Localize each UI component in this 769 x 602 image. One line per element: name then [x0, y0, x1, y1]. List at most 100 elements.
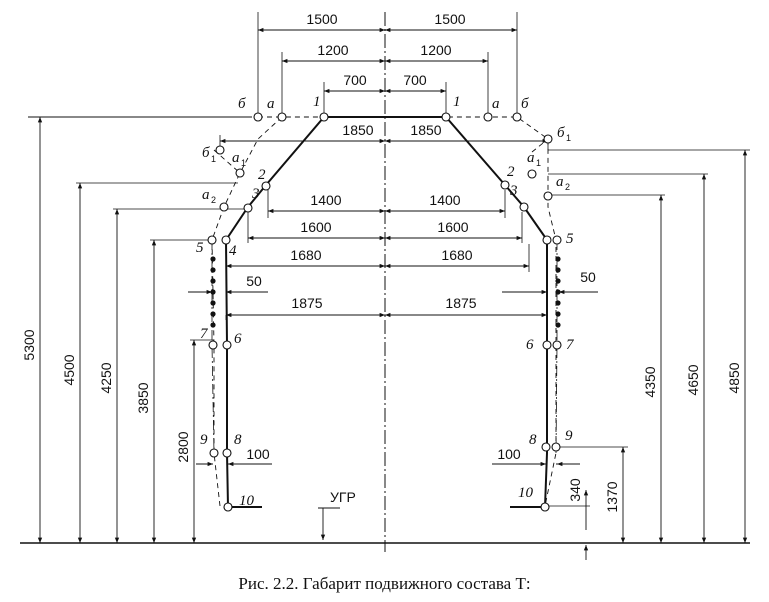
dim-1200-right: 1200 — [420, 42, 451, 58]
label-6-right: 6 — [526, 337, 534, 353]
dim-1200-left: 1200 — [317, 42, 348, 58]
dim-4350: 4350 — [642, 366, 658, 397]
point-a1-right — [527, 169, 537, 179]
dim-50-left: 50 — [246, 273, 262, 289]
extension-lines — [219, 12, 549, 320]
dim-4500: 4500 — [61, 354, 77, 385]
dim-1600-right: 1600 — [437, 219, 468, 235]
dim-1680-right: 1680 — [441, 247, 472, 263]
vehicle-contour — [224, 116, 548, 508]
dim-1500-right: 1500 — [434, 11, 465, 27]
dim-4250: 4250 — [98, 362, 114, 393]
point-1-left — [319, 112, 329, 122]
label-a2-left-sub: 2 — [211, 195, 216, 205]
point-6-left — [222, 340, 232, 350]
contour-points — [207, 112, 562, 512]
label-8-left: 8 — [234, 432, 242, 448]
label-6-left: 6 — [234, 331, 242, 347]
label-b-left: б — [238, 96, 246, 112]
dim-5300: 5300 — [21, 329, 37, 360]
dim-1500-left: 1500 — [306, 11, 337, 27]
dim-3850: 3850 — [135, 382, 151, 413]
label-4-left: 4 — [229, 243, 237, 259]
point-b1-left — [215, 145, 225, 155]
label-10-right: 10 — [518, 485, 534, 501]
clearance-diagram: 1500 1500 1200 1200 700 700 1850 1850 14… — [20, 11, 750, 560]
label-2-right: 2 — [507, 164, 515, 180]
dim-4850: 4850 — [726, 362, 742, 393]
label-9-right: 9 — [565, 428, 573, 444]
label-a2-left: а — [202, 187, 210, 203]
label-b1-right: б — [557, 125, 565, 141]
dim-1680-left: 1680 — [290, 247, 321, 263]
label-a1-left: а — [232, 150, 240, 166]
point-3-left — [243, 203, 253, 213]
point-1-right — [441, 112, 451, 122]
label-b-right: б — [521, 96, 529, 112]
point-7-left — [208, 340, 218, 350]
label-a2-right: а — [556, 174, 564, 190]
dim-4650: 4650 — [685, 364, 701, 395]
point-10-left — [223, 502, 233, 512]
dim-2800: 2800 — [175, 431, 191, 462]
figure-caption: Рис. 2.2. Габарит подвижного состава Т: — [238, 574, 531, 593]
point-9-left — [209, 448, 219, 458]
point-2-left — [261, 181, 271, 191]
point-10-right — [540, 502, 550, 512]
dim-1875-left: 1875 — [291, 295, 322, 311]
point-a2-right — [543, 191, 553, 201]
point-8-left — [222, 448, 232, 458]
vertical-dimension-lines — [37, 116, 748, 560]
label-7-left: 7 — [200, 326, 209, 342]
label-1-right: 1 — [453, 94, 461, 110]
dim-340: 340 — [567, 478, 583, 502]
point-6-right — [542, 340, 552, 350]
label-a2-right-sub: 2 — [565, 182, 570, 192]
label-3-left: 3 — [251, 186, 260, 202]
label-1-left: 1 — [313, 94, 321, 110]
dim-1370: 1370 — [604, 481, 620, 512]
point-5-right — [552, 235, 562, 245]
label-8-right: 8 — [529, 432, 537, 448]
dim-700-left: 700 — [343, 72, 367, 88]
label-a1-right-sub: 1 — [536, 158, 541, 168]
label-2-left: 2 — [258, 167, 266, 183]
point-8-right — [541, 442, 551, 452]
dim-100-right: 100 — [497, 446, 521, 462]
dim-100-left: 100 — [246, 446, 270, 462]
dim-50-right: 50 — [580, 269, 596, 285]
dim-700-right: 700 — [403, 72, 427, 88]
label-b1-left: б — [202, 145, 210, 161]
point-b1-right — [543, 134, 553, 144]
point-b-right — [512, 112, 522, 122]
point-9-right — [551, 442, 561, 452]
point-a2-left — [219, 202, 229, 212]
dim-1600-left: 1600 — [300, 219, 331, 235]
label-5-right: 5 — [566, 231, 574, 247]
label-10-left: 10 — [239, 493, 255, 509]
dotted-column-left — [210, 256, 216, 328]
point-a1-left — [235, 168, 245, 178]
dim-1850-left: 1850 — [342, 122, 373, 138]
point-7-right — [552, 340, 562, 350]
point-2-right — [500, 180, 510, 190]
label-5-left: 5 — [196, 240, 204, 256]
horizontal-dimension-lines — [188, 27, 598, 467]
point-4-left — [221, 235, 231, 245]
point-4-right — [542, 235, 552, 245]
envelope-dashed-a1b1-left — [213, 149, 241, 174]
label-b1-left-sub: 1 — [211, 154, 216, 164]
label-b1-right-sub: 1 — [566, 133, 571, 143]
point-3-right — [519, 202, 529, 212]
label-7-right: 7 — [566, 337, 575, 353]
point-a-left — [277, 112, 287, 122]
label-9-left: 9 — [200, 432, 208, 448]
label-a1-right: а — [527, 150, 535, 166]
label-3-right: 3 — [509, 183, 518, 199]
point-b-left — [253, 112, 263, 122]
label-a-right: а — [492, 96, 500, 112]
label-a1-left-sub: 1 — [241, 158, 246, 168]
point-a-right — [483, 112, 493, 122]
envelope-dashed-a1b1-right — [531, 138, 549, 153]
point-5-left — [207, 235, 217, 245]
